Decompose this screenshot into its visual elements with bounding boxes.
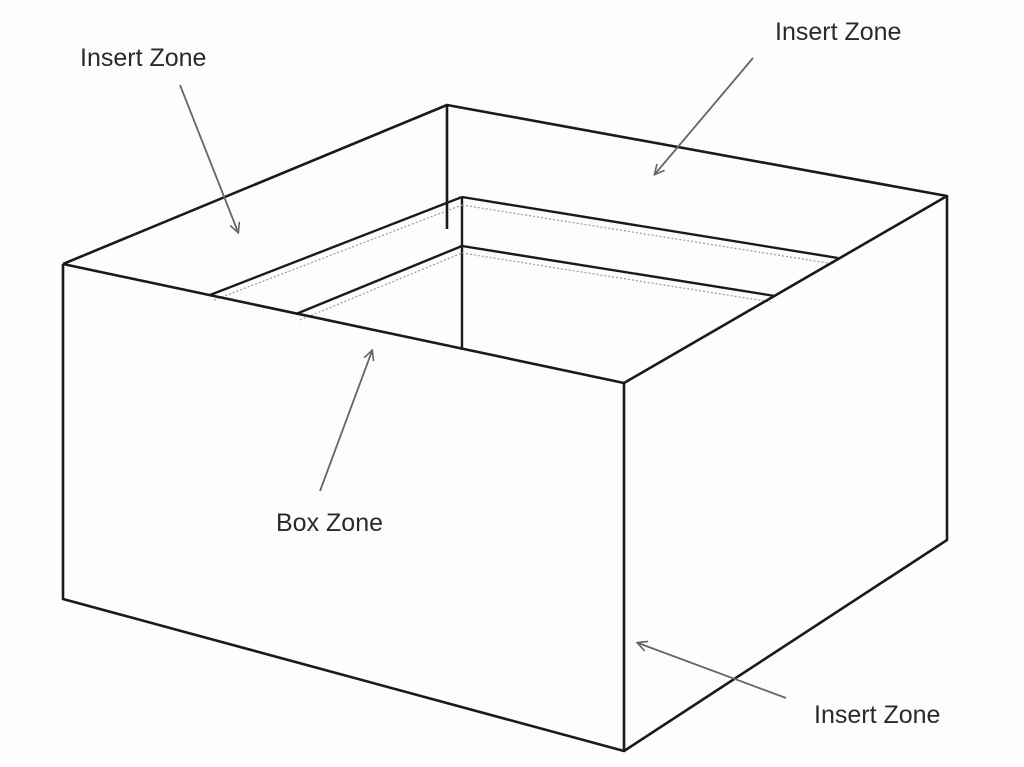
arrow-insert-zone-top-left [179,84,238,232]
inner-lower-rim-left-edge [295,244,463,316]
inner-rim-left-edge [209,195,463,297]
arrow-insert-zone-top-right [655,57,754,174]
insert-zone-label-top-left: Insert Zone [80,44,207,72]
callout-arrows [179,57,787,699]
dotted-seam-upper-right [461,204,835,265]
arrow-box-zone [319,351,372,492]
inner-rim-right-edge [461,195,839,260]
outer-box-outline [61,103,949,753]
insert-zone-label-top-right: Insert Zone [775,18,902,46]
front-left-face [61,264,626,753]
dotted-seam-upper-left [213,204,463,301]
box-zone-label: Box Zone [276,509,384,537]
arrow-insert-zone-bottom-right [638,643,787,699]
inner-insert-outline [209,195,839,350]
inner-lower-rim-right-edge [461,244,776,298]
dotted-seam-lower-right [461,252,772,303]
insert-zone-label-bottom-right: Insert Zone [814,701,941,729]
front-right-face [623,196,949,753]
outer-top-rim [62,103,949,385]
dotted-seam-lower-left [299,252,463,321]
